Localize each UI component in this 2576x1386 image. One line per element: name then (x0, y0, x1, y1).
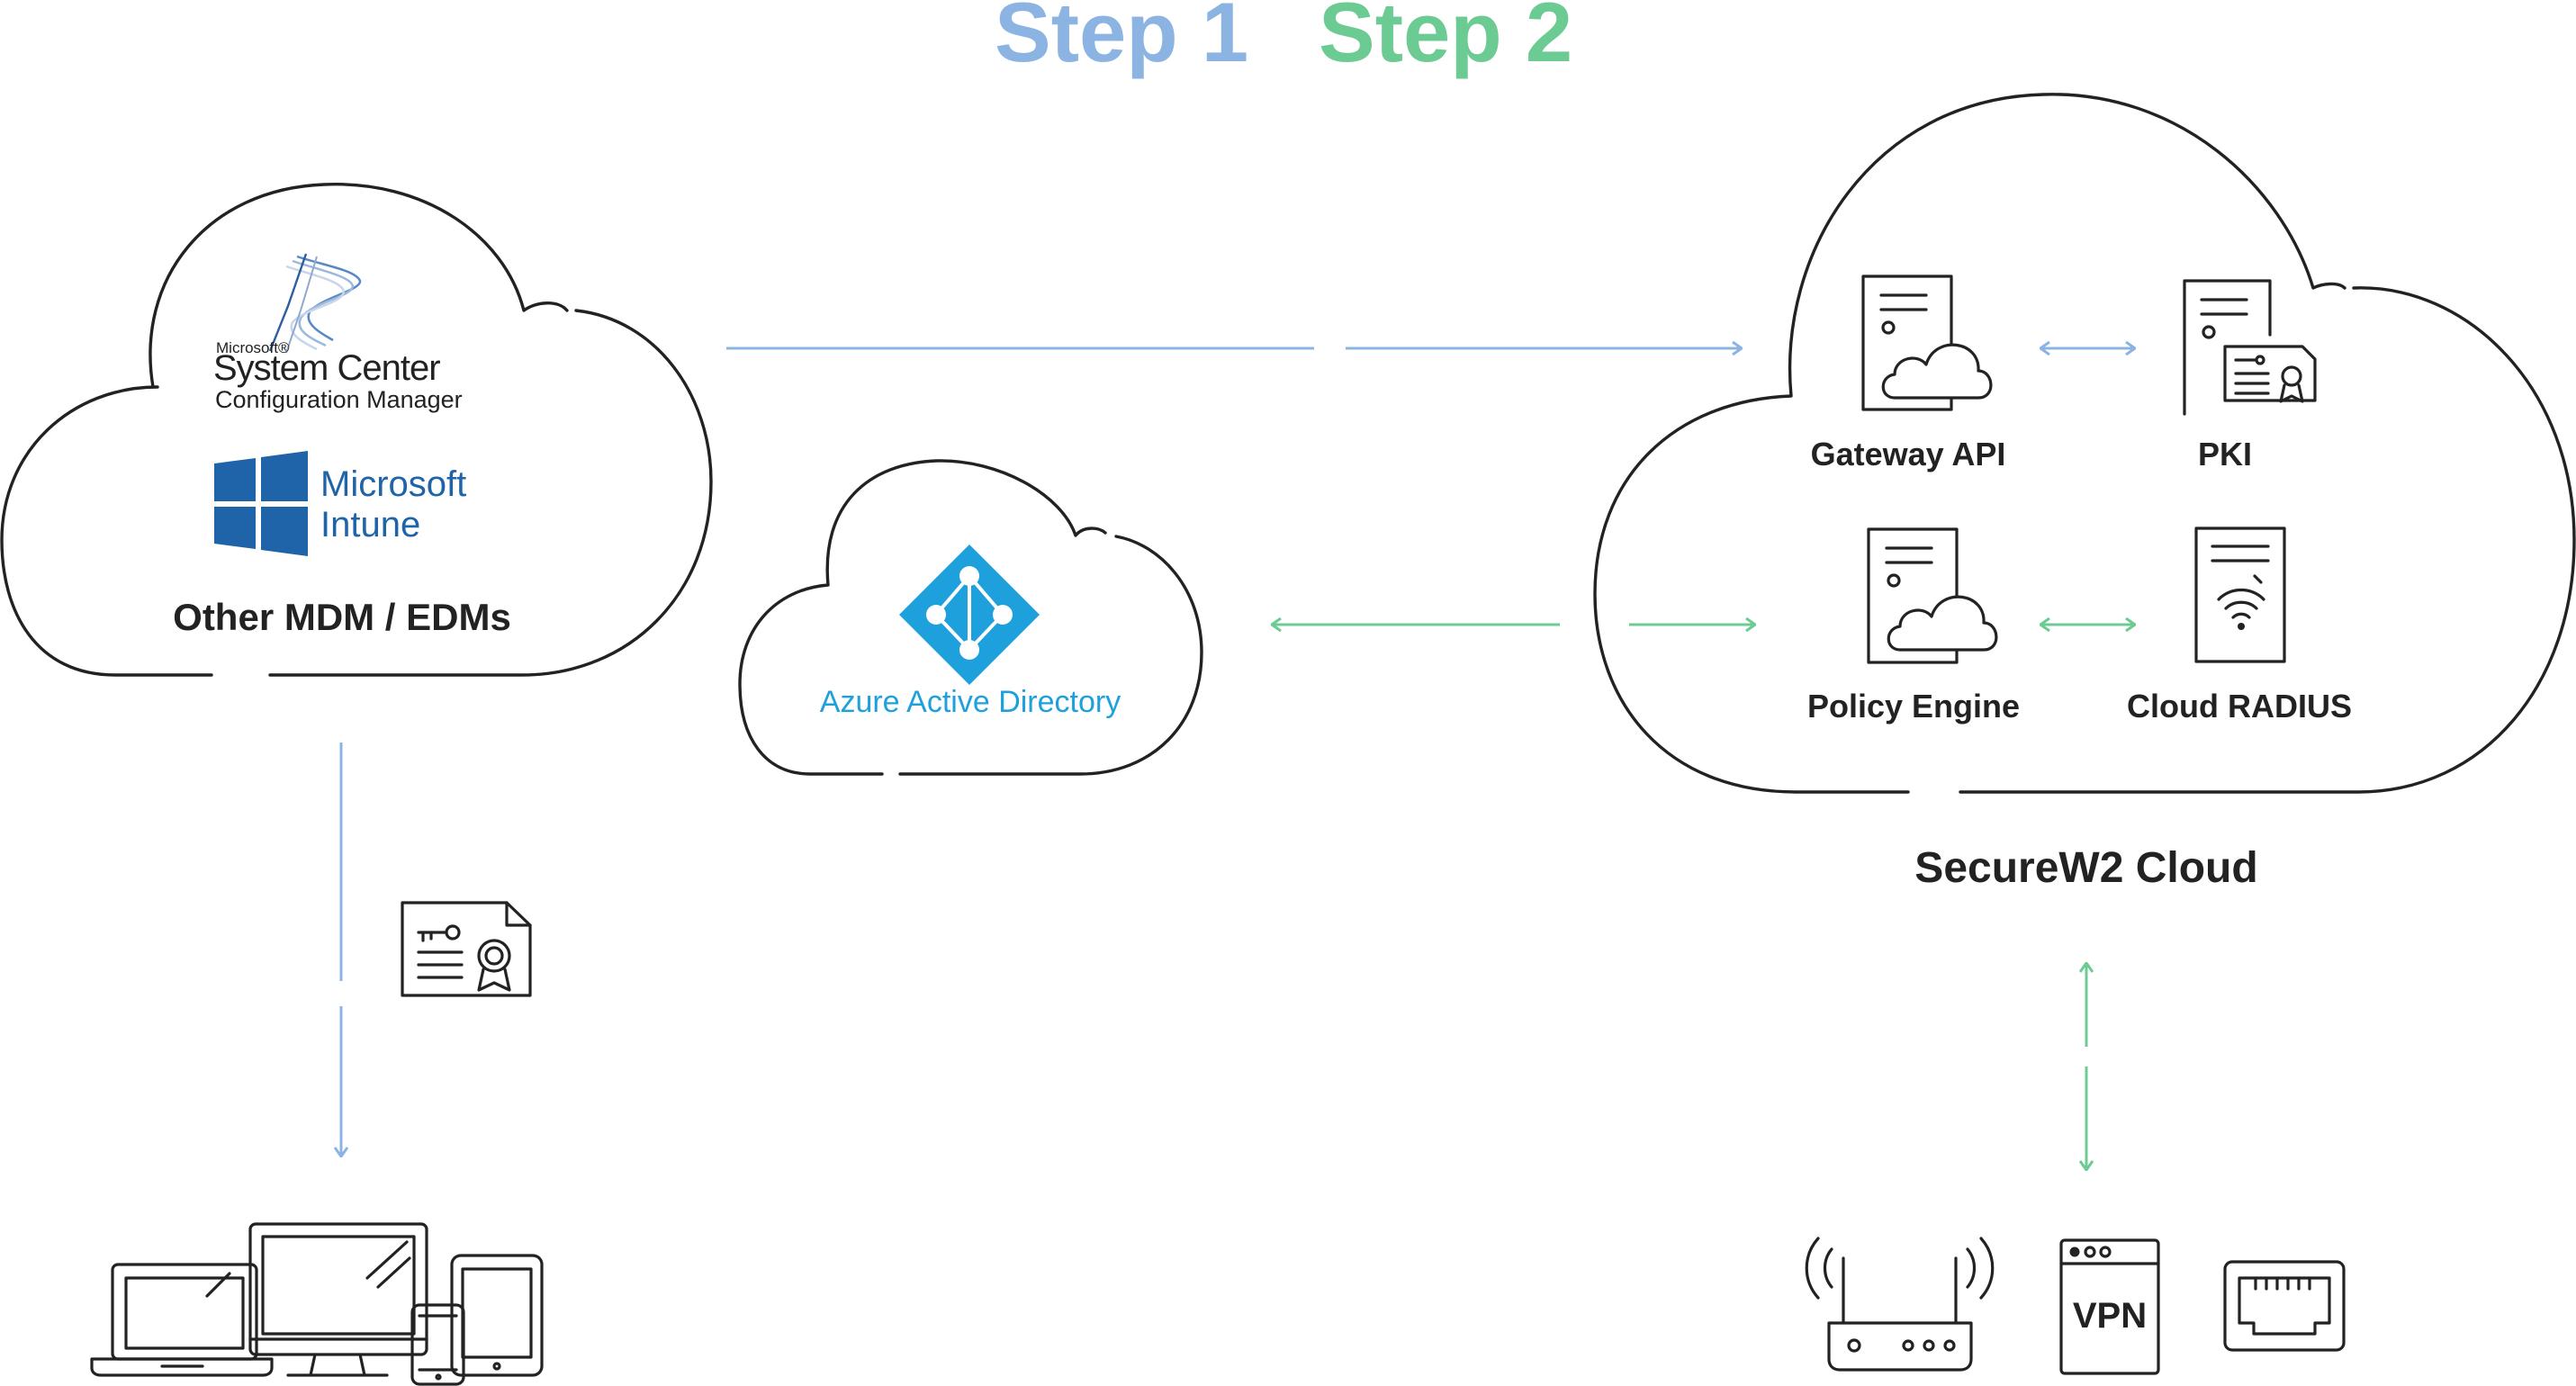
mdm-cloud-label: Other MDM / EDMs (173, 596, 511, 638)
sccm-subtitle-text: Configuration Manager (215, 386, 463, 413)
certificate-icon (401, 901, 532, 997)
vpn-icon: VPN (2059, 1238, 2160, 1375)
wifi-router-icon (1805, 1237, 1995, 1372)
policy-engine-label: Policy Engine (1807, 688, 2020, 724)
policy-engine-server-cloud-icon (1867, 527, 1998, 664)
securew2-cloud: SecureW2 Cloud Gateway API PKI (1593, 93, 2576, 892)
devices-icon (90, 1222, 544, 1386)
step-1-label: Step 1 (995, 0, 1248, 79)
azure-cloud: Azure Active Directory (738, 459, 1203, 776)
cloud-radius-server-wifi-icon (2194, 526, 2286, 663)
step-2-label: Step 2 (1319, 0, 1572, 79)
pki-label: PKI (2198, 436, 2252, 472)
vpn-text: VPN (2073, 1296, 2147, 1336)
mdm-cloud: Microsoft® System Center Configuration M… (0, 183, 713, 677)
azure-cloud-label: Azure Active Directory (820, 685, 1121, 719)
sccm-microsoft-text: Microsoft® (216, 339, 290, 356)
intune-text: Intune (320, 505, 420, 544)
securew2-cloud-label: SecureW2 Cloud (1914, 844, 2257, 892)
ethernet-port-icon (2223, 1260, 2346, 1352)
cloud-radius-label: Cloud RADIUS (2127, 688, 2352, 724)
sccm-title-text: System Center (213, 348, 440, 388)
intune-microsoft-text: Microsoft (320, 464, 466, 504)
sccm-logo-icon (268, 253, 362, 354)
azure-ad-icon (899, 544, 1040, 685)
pki-server-certificate-icon (2183, 279, 2317, 416)
gateway-api-label: Gateway API (1811, 436, 2006, 472)
gateway-api-server-cloud-icon (1861, 274, 1993, 411)
windows-logo-icon (214, 451, 308, 556)
